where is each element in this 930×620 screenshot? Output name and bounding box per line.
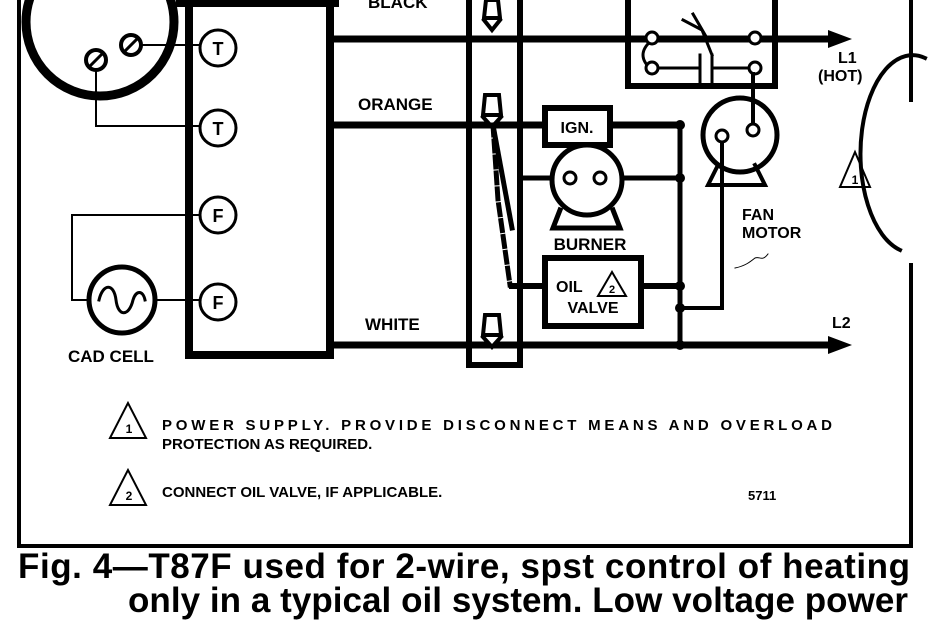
note-number: 2 — [126, 489, 133, 503]
note-1-icon — [838, 149, 872, 188]
figure-caption: only in a typical oil system. Low voltag… — [128, 581, 908, 620]
terminal-t1 — [198, 28, 238, 68]
contact-point — [644, 30, 660, 46]
oil-valve-label: OIL — [556, 279, 583, 296]
terminal-f1 — [198, 195, 238, 235]
wire-label-white: WHITE — [365, 315, 420, 334]
control-box — [185, 0, 334, 359]
note-2-text: CONNECT OIL VALVE, IF APPLICABLE. — [162, 484, 442, 501]
contacts-wiring — [641, 37, 757, 84]
terminal-label: T — [213, 119, 224, 139]
frame-arc — [858, 53, 928, 253]
cad-cell-label: CAD CELL — [68, 347, 154, 366]
note-1-icon — [108, 400, 148, 439]
fan-motor-label: FAN — [742, 207, 774, 224]
terminal-label: T — [213, 39, 224, 59]
fan-terminal — [714, 128, 730, 144]
junction-dot — [675, 120, 685, 130]
arrow-l2 — [828, 336, 852, 354]
note-number: 1 — [852, 173, 859, 187]
limit-box — [625, 0, 778, 89]
relay-terminal — [480, 313, 504, 350]
terminal-f2 — [198, 282, 238, 322]
drawing-number: 5711 — [748, 488, 776, 503]
contact-point — [747, 30, 763, 46]
note-number: 1 — [126, 422, 133, 436]
oil-valve-label: VALVE — [568, 300, 619, 317]
thermostat-icon — [21, 0, 179, 101]
terminal-label: F — [213, 293, 224, 313]
burner-terminal — [592, 170, 608, 186]
contact-point — [644, 60, 660, 76]
note-2-icon — [108, 467, 148, 506]
relay-armature-dashed — [490, 122, 513, 288]
l1-label: L1 — [838, 50, 857, 67]
relay-bar — [466, 0, 523, 368]
fan-motor-label: MOTOR — [742, 225, 802, 242]
terminal-t2 — [198, 108, 238, 148]
screw-slot-icon — [87, 36, 140, 69]
wire-label-orange: ORANGE — [358, 95, 433, 114]
note-1-text: PROTECTION AS REQUIRED. — [162, 436, 372, 453]
wire — [678, 86, 755, 310]
junction-dot — [675, 340, 685, 350]
frame — [17, 0, 913, 548]
note-2-icon — [596, 270, 628, 297]
burner-terminal — [562, 170, 578, 186]
burner-label: BURNER — [554, 235, 627, 254]
arrow-l1 — [828, 30, 852, 48]
junction-dot — [675, 173, 685, 183]
relay-terminal — [481, 0, 503, 34]
junction-dot — [675, 281, 685, 291]
fan-motor-icon — [700, 95, 780, 175]
cad-cell-icon — [86, 264, 158, 336]
relay-terminal — [480, 93, 504, 130]
l1-label: (HOT) — [818, 68, 862, 85]
ignition-label: IGN. — [561, 120, 594, 137]
note-1-text: POWER SUPPLY. PROVIDE DISCONNECT MEANS A… — [162, 417, 832, 434]
figure-caption: Fig. 4—T87F used for 2-wire, spst contro… — [18, 547, 910, 586]
burner-base — [549, 206, 624, 231]
wire-label-black: BLACK — [368, 0, 428, 12]
wire — [95, 44, 201, 127]
cad-cell-wave-icon — [97, 285, 147, 315]
leader-line — [734, 253, 769, 269]
note-number: 2 — [609, 284, 615, 296]
terminal-label: F — [213, 206, 224, 226]
fan-terminal — [745, 122, 761, 138]
fan-motor-base — [704, 162, 769, 187]
l2-label: L2 — [832, 315, 851, 332]
oil-valve-box — [542, 255, 644, 329]
wire — [71, 214, 201, 301]
contact-switch-icon — [680, 11, 714, 57]
burner-motor-icon — [549, 142, 625, 218]
